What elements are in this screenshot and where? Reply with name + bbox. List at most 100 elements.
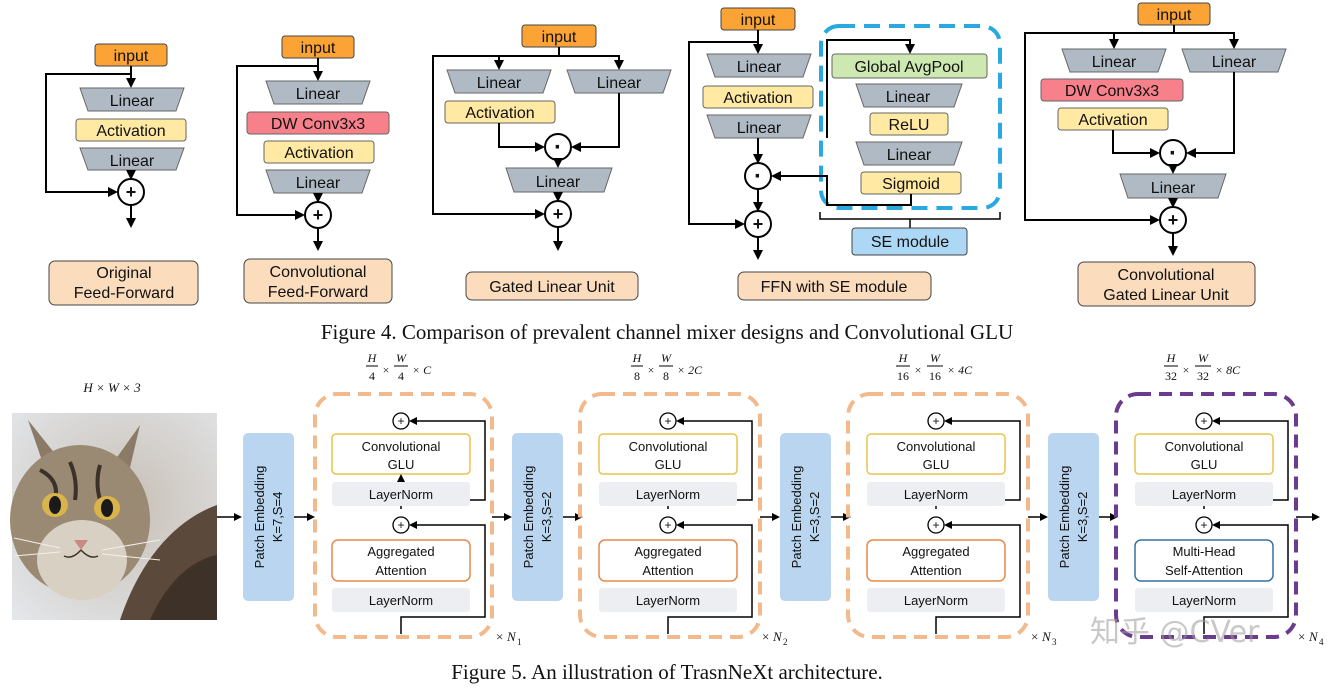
patch-embedding-label: Patch Embedding bbox=[1057, 466, 1072, 569]
layernorm-label: LayerNorm bbox=[369, 487, 433, 502]
svg-text:×: × bbox=[648, 363, 655, 377]
dot-sign: · bbox=[1169, 140, 1177, 167]
plus-sign: + bbox=[753, 214, 764, 234]
svg-text:× 4C: × 4C bbox=[947, 363, 973, 377]
diagram-conv-ffn: input Linear DW Conv3x3 Activation Linea… bbox=[236, 35, 393, 304]
watermark: 知乎 @CVer bbox=[1090, 615, 1260, 650]
conv-glu-label: GLU bbox=[1191, 457, 1218, 472]
svg-text:16: 16 bbox=[897, 369, 909, 383]
patch-embedding-4: Patch Embedding K=3,S=2 bbox=[1048, 433, 1099, 601]
linear-label: Linear bbox=[296, 86, 341, 103]
global-avgpool-label: Global AvgPool bbox=[854, 59, 963, 76]
attention-label: Attention bbox=[910, 563, 961, 578]
linear-block bbox=[79, 147, 185, 171]
input-label: input bbox=[301, 40, 336, 57]
svg-text:3: 3 bbox=[1052, 637, 1057, 647]
svg-text:× 2C: × 2C bbox=[677, 363, 703, 377]
conv-glu-label: Convolutional bbox=[897, 439, 976, 454]
repeat-n1: × N 1 bbox=[496, 629, 522, 647]
svg-text:W: W bbox=[396, 351, 407, 365]
dot-sign: · bbox=[754, 163, 762, 190]
linear-label: Linear bbox=[110, 93, 155, 110]
activation-label: Activation bbox=[723, 90, 792, 107]
sigmoid-label: Sigmoid bbox=[882, 176, 940, 193]
svg-text:32: 32 bbox=[1197, 369, 1209, 383]
stage-border bbox=[1114, 392, 1298, 639]
linear-block bbox=[505, 167, 613, 193]
dwconv-label: DW Conv3x3 bbox=[1065, 83, 1159, 100]
svg-text:4: 4 bbox=[369, 369, 375, 383]
stage-1: + Convolutional GLU LayerNorm + Aggregat… bbox=[313, 392, 494, 639]
repeat-n4: × N 4 bbox=[1298, 629, 1324, 647]
svg-text:H: H bbox=[632, 351, 643, 365]
activation-block bbox=[263, 140, 375, 164]
attention-label: Attention bbox=[642, 563, 693, 578]
caption-box-ffn-se bbox=[737, 271, 932, 301]
svg-text:N: N bbox=[1308, 629, 1319, 644]
plus-sign: + bbox=[932, 518, 939, 532]
stage-border bbox=[846, 392, 1030, 639]
stage-dim-1: H 4 × W 4 × C bbox=[366, 351, 432, 383]
svg-text:×: × bbox=[1298, 629, 1305, 644]
attention-label: Aggregated bbox=[902, 544, 969, 559]
conv-glu-label: Convolutional bbox=[362, 439, 441, 454]
plus-sign: + bbox=[397, 414, 404, 428]
relu-block bbox=[869, 112, 949, 136]
linear-label: Linear bbox=[110, 153, 155, 170]
linear-block bbox=[1061, 48, 1167, 73]
layernorm-label: LayerNorm bbox=[1172, 593, 1236, 608]
svg-text:N: N bbox=[1041, 629, 1052, 644]
dwconv-block bbox=[246, 111, 390, 135]
svg-text:× 8C: × 8C bbox=[1215, 363, 1241, 377]
plus-sign: + bbox=[397, 518, 404, 532]
repeat-n2: × N 2 bbox=[762, 629, 788, 647]
stage-border bbox=[578, 392, 762, 639]
stage-dim-4: H 32 × W 32 × 8C bbox=[1164, 351, 1241, 383]
layernorm-label: LayerNorm bbox=[1172, 487, 1236, 502]
linear-block bbox=[855, 83, 963, 108]
plus-sign: + bbox=[932, 414, 939, 428]
activation-label: Activation bbox=[465, 105, 534, 122]
mhsa-label: Multi-Head bbox=[1173, 544, 1236, 559]
mhsa-label: Self-Attention bbox=[1165, 563, 1243, 578]
attention-label: Aggregated bbox=[367, 544, 434, 559]
caption-line: Original bbox=[96, 265, 151, 282]
svg-text:4: 4 bbox=[398, 369, 404, 383]
linear-block bbox=[855, 141, 963, 166]
patch-embedding-label: Patch Embedding bbox=[521, 466, 536, 569]
patch-embedding-1: Patch Embedding K=7,S=4 bbox=[243, 433, 294, 601]
linear-label: Linear bbox=[737, 120, 782, 137]
linear-block bbox=[265, 80, 371, 105]
figure4-caption: Figure 4. Comparison of prevalent channe… bbox=[321, 320, 1013, 344]
svg-text:W: W bbox=[930, 351, 941, 365]
linear-block bbox=[566, 69, 672, 94]
activation-block bbox=[75, 118, 187, 142]
plus-sign: + bbox=[553, 204, 564, 224]
plus-sign: + bbox=[126, 182, 137, 202]
dwconv-label: DW Conv3x3 bbox=[271, 116, 365, 133]
se-module-region bbox=[819, 24, 1002, 210]
linear-label: Linear bbox=[597, 75, 642, 92]
stage-dim-2: H 8 × W 8 × 2C bbox=[631, 351, 703, 383]
svg-text:8: 8 bbox=[663, 369, 669, 383]
diagram-original-ffn: input Linear Activation Linear + Origina… bbox=[45, 43, 199, 306]
layernorm-label: LayerNorm bbox=[369, 593, 433, 608]
cat-image bbox=[10, 413, 217, 620]
svg-text:H: H bbox=[898, 351, 909, 365]
svg-text:×: × bbox=[1183, 363, 1190, 377]
patch-embedding-kernel: K=3,S=2 bbox=[539, 492, 554, 543]
svg-text:8: 8 bbox=[634, 369, 640, 383]
linear-label: Linear bbox=[1151, 180, 1196, 197]
layernorm-label: LayerNorm bbox=[904, 487, 968, 502]
plus-sign: + bbox=[1200, 414, 1207, 428]
patch-embedding-3: Patch Embedding K=3,S=2 bbox=[780, 433, 831, 601]
activation-label: Activation bbox=[1078, 112, 1147, 129]
patch-embedding-kernel: K=7,S=4 bbox=[270, 492, 285, 543]
attention-label: Attention bbox=[375, 563, 426, 578]
plus-sign: + bbox=[1200, 518, 1207, 532]
caption-line: Feed-Forward bbox=[268, 284, 368, 301]
patch-embedding-label: Patch Embedding bbox=[789, 466, 804, 569]
relu-label: ReLU bbox=[889, 117, 930, 134]
figure5-caption: Figure 5. An illustration of TrasnNeXt a… bbox=[451, 660, 883, 684]
